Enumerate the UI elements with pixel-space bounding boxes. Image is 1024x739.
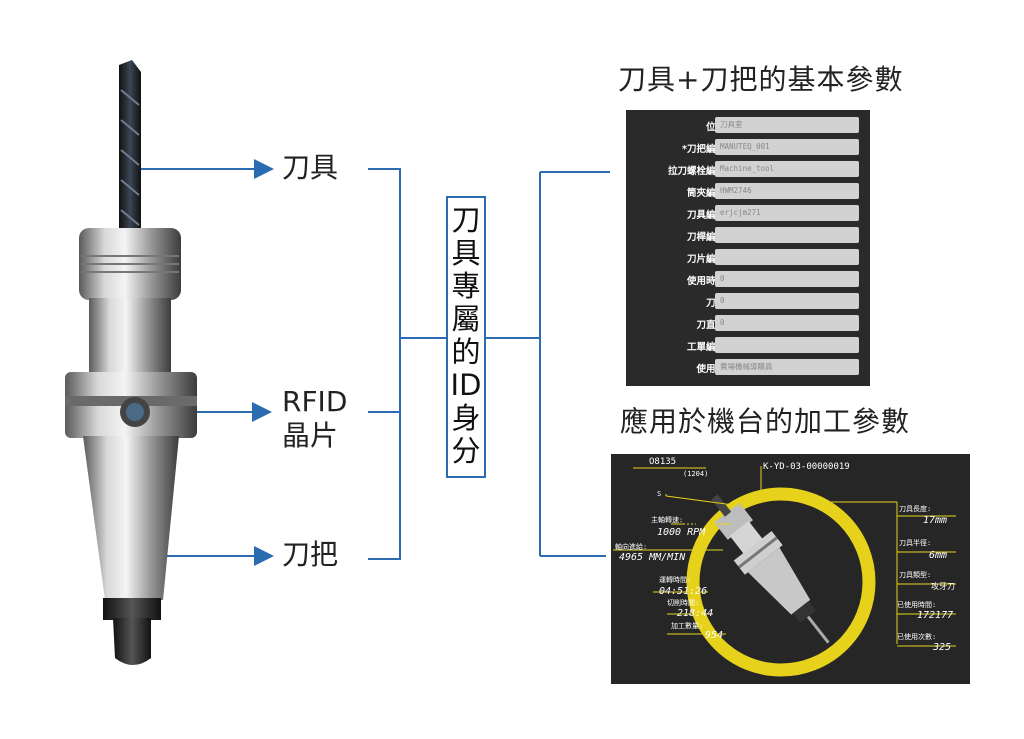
tool-radius-value: 6mm xyxy=(929,550,948,561)
used-time-label: 已使用時間: xyxy=(897,601,937,609)
used-count-label: 已使用次數: xyxy=(897,633,937,641)
feed-rate-value: 4965 MM/MIN xyxy=(619,552,686,563)
right-bracket xyxy=(486,171,610,557)
param-field[interactable] xyxy=(715,249,859,265)
heading-machining-params: 應用於機台的加工參數 xyxy=(620,405,911,438)
param-row: 位置刀具室 xyxy=(626,117,870,135)
program-sub: (1204) xyxy=(683,470,709,478)
tool-radius-label: 刀具半徑: xyxy=(899,539,932,547)
cut-time-value: 218:44 xyxy=(677,608,714,619)
param-field[interactable]: 0 xyxy=(715,293,859,309)
feed-rate-label: 軸向進給: xyxy=(615,543,648,551)
machine-screen: O8135 (1204) K-YD-03-00000019 S 主軸轉速: 10… xyxy=(611,454,970,684)
collet-nut xyxy=(103,598,161,620)
param-row: 工單編號 xyxy=(626,337,870,355)
rfid-label-line2: 晶片 xyxy=(282,419,339,452)
left-bracket xyxy=(368,168,446,560)
param-field[interactable]: HWM2746 xyxy=(715,183,859,199)
heading-basic-params: 刀具+刀把的基本參數 xyxy=(618,63,904,96)
param-field[interactable]: 0 xyxy=(715,271,859,287)
holder-taper xyxy=(83,436,179,600)
pull-stud xyxy=(113,618,151,665)
tool-id-box: 刀 具 專 屬 的 ID 身 分 xyxy=(446,196,486,478)
run-time-label: 運轉時間: xyxy=(659,576,692,584)
count-value: 954 xyxy=(705,630,724,641)
param-field[interactable]: erjcjm271 xyxy=(715,205,859,221)
tool-length-value: 17mm xyxy=(923,515,948,526)
param-field[interactable]: 賣場機械導購員 xyxy=(715,359,859,375)
tool-holder-photo xyxy=(65,60,197,665)
param-row: 使用者賣場機械導購員 xyxy=(626,359,870,377)
param-row: 刀長0 xyxy=(626,293,870,311)
holder-label: 刀把 xyxy=(282,538,339,571)
param-field[interactable]: 刀具室 xyxy=(715,117,859,133)
param-field[interactable] xyxy=(715,337,859,353)
param-row: 刀桿編號 xyxy=(626,227,870,245)
rfid-label-line1: RFID xyxy=(282,385,348,418)
program-number: O8135 xyxy=(649,457,677,467)
tool-type-label: 刀具類型: xyxy=(899,571,932,579)
tool-id-text: 刀 具 專 屬 的 ID 身 分 xyxy=(450,203,482,468)
count-label: 加工數量: xyxy=(671,622,704,630)
param-field[interactable]: Machine_tool xyxy=(715,161,859,177)
run-time-value: 04:51:26 xyxy=(659,586,708,597)
used-count-value: 325 xyxy=(933,642,952,653)
yellow-ring xyxy=(686,487,876,677)
drill-bit xyxy=(119,60,141,230)
param-field[interactable] xyxy=(715,227,859,243)
holder-neck xyxy=(89,298,171,374)
param-row: 刀片編號 xyxy=(626,249,870,267)
machine-graphics xyxy=(613,466,956,677)
tool-label: 刀具 xyxy=(282,151,339,184)
param-field[interactable]: MANUTEQ_001 xyxy=(715,139,859,155)
param-field[interactable]: 0 xyxy=(715,315,859,331)
tool-id-code: K-YD-03-00000019 xyxy=(763,462,850,472)
spindle-speed-value: 1000 RPM xyxy=(657,527,706,538)
cut-time-label: 切削時間: xyxy=(667,599,700,607)
s-mark: S xyxy=(657,490,662,498)
used-time-value: 172177 xyxy=(917,610,954,621)
tool-type-value: 攻牙刀 xyxy=(931,582,955,591)
spindle-speed-label: 主軸轉速: xyxy=(651,516,684,524)
tool-length-label: 刀具長度: xyxy=(899,505,932,513)
